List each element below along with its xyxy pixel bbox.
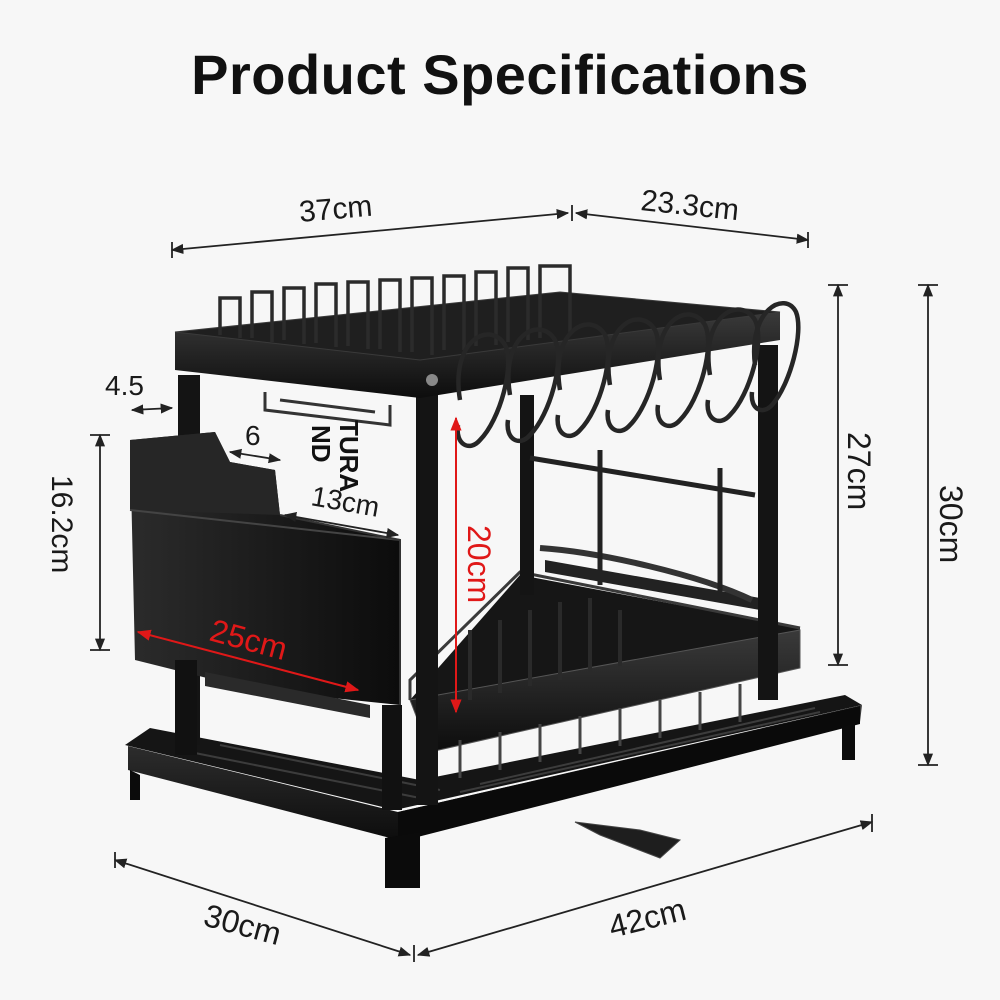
dim-label-width-line	[283, 512, 400, 538]
label-rack-height: 27cm	[841, 432, 877, 510]
dim-base-depth-line	[113, 858, 412, 957]
highlight-lines	[136, 416, 462, 714]
side-hooks	[529, 450, 756, 600]
lower-basket	[408, 545, 801, 778]
label-total-height: 30cm	[933, 485, 969, 563]
label-inner-height: 20cm	[461, 525, 497, 603]
dim-top-width-line	[170, 209, 570, 254]
label-holder-height: 16.2cm	[45, 475, 78, 573]
label-side-gap: 4.5	[105, 370, 144, 401]
dim-side-gap-line	[130, 403, 174, 415]
label-top-width: 37cm	[298, 190, 374, 229]
dim-top-depth-line	[574, 209, 810, 244]
label-holder-label-width: 13cm	[309, 480, 382, 522]
product-label-line2: ND	[306, 425, 336, 463]
product-label: TURA ND	[306, 420, 364, 492]
dim-base-width-line	[416, 820, 874, 957]
dim-holder-length-line	[136, 629, 360, 693]
label-slot-width: 6	[245, 420, 261, 451]
product-label-line1: TURA	[334, 420, 364, 492]
label-base-width: 42cm	[605, 891, 690, 945]
label-top-depth: 23.3cm	[639, 184, 740, 227]
top-shelf	[174, 264, 801, 449]
label-base-depth: 30cm	[200, 897, 285, 952]
page-title: Product Specifications	[191, 43, 809, 106]
dimension-lines	[90, 205, 938, 962]
dim-slot-width-line	[228, 448, 282, 464]
